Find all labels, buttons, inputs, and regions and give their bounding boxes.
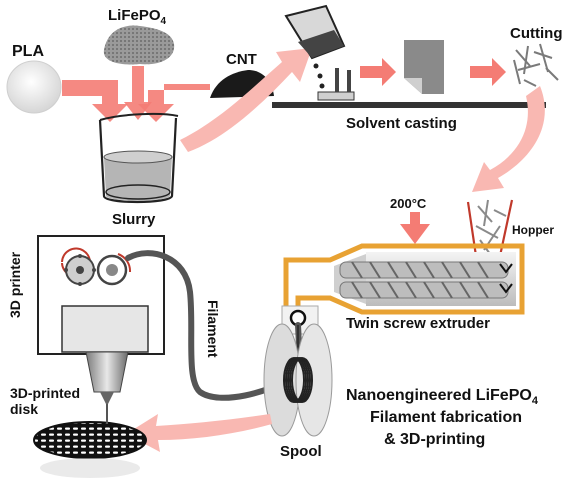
label-lifepo4: LiFePO4 <box>108 7 167 27</box>
label-twin-screw-extruder: Twin screw extruder <box>346 315 490 332</box>
arrow-slurry-to-casting <box>180 48 312 152</box>
arrow-heat <box>400 212 430 244</box>
caption-line3: & 3D-printing <box>384 431 485 448</box>
pouring-beaker-icon <box>284 4 346 89</box>
label-cutting: Cutting <box>510 25 562 42</box>
lifepo4-powder <box>103 25 175 65</box>
pellets-icon <box>513 43 559 87</box>
caption-line2: Filament fabrication <box>370 409 522 426</box>
spool-icon <box>263 323 333 437</box>
label-temperature: 200°C <box>390 196 427 211</box>
extruder-icon <box>283 243 525 315</box>
label-filament: Filament <box>205 300 221 358</box>
disk-icon <box>33 421 147 478</box>
label-cnt: CNT <box>226 51 257 68</box>
arrow-film-to-cutting <box>470 58 506 86</box>
arrow-cutting-to-hopper <box>472 86 545 192</box>
label-printed-disk-line2: disk <box>10 401 38 417</box>
arrow-pla-to-beaker <box>62 80 128 122</box>
label-slurry: Slurry <box>112 211 156 228</box>
label-spool: Spool <box>280 443 322 460</box>
label-solvent-casting: Solvent casting <box>346 115 457 132</box>
arrow-spool-to-disk <box>126 414 272 452</box>
label-printed-disk-line1: 3D-printed <box>10 385 80 401</box>
label-pla: PLA <box>12 43 44 60</box>
arrow-casting-to-film <box>360 58 396 86</box>
casting-baseline <box>272 102 546 108</box>
pla-powder <box>6 60 62 114</box>
arrow-cnt-to-beaker <box>138 84 210 122</box>
casting-bath-icon <box>317 68 355 101</box>
beaker-icon <box>98 112 179 204</box>
label-3d-printer: 3D printer <box>7 251 23 318</box>
caption-line1: Nanoengineered LiFePO4 <box>346 387 539 407</box>
label-hopper: Hopper <box>512 223 554 237</box>
printer-icon <box>37 235 165 404</box>
film-sheet-icon <box>404 40 444 94</box>
